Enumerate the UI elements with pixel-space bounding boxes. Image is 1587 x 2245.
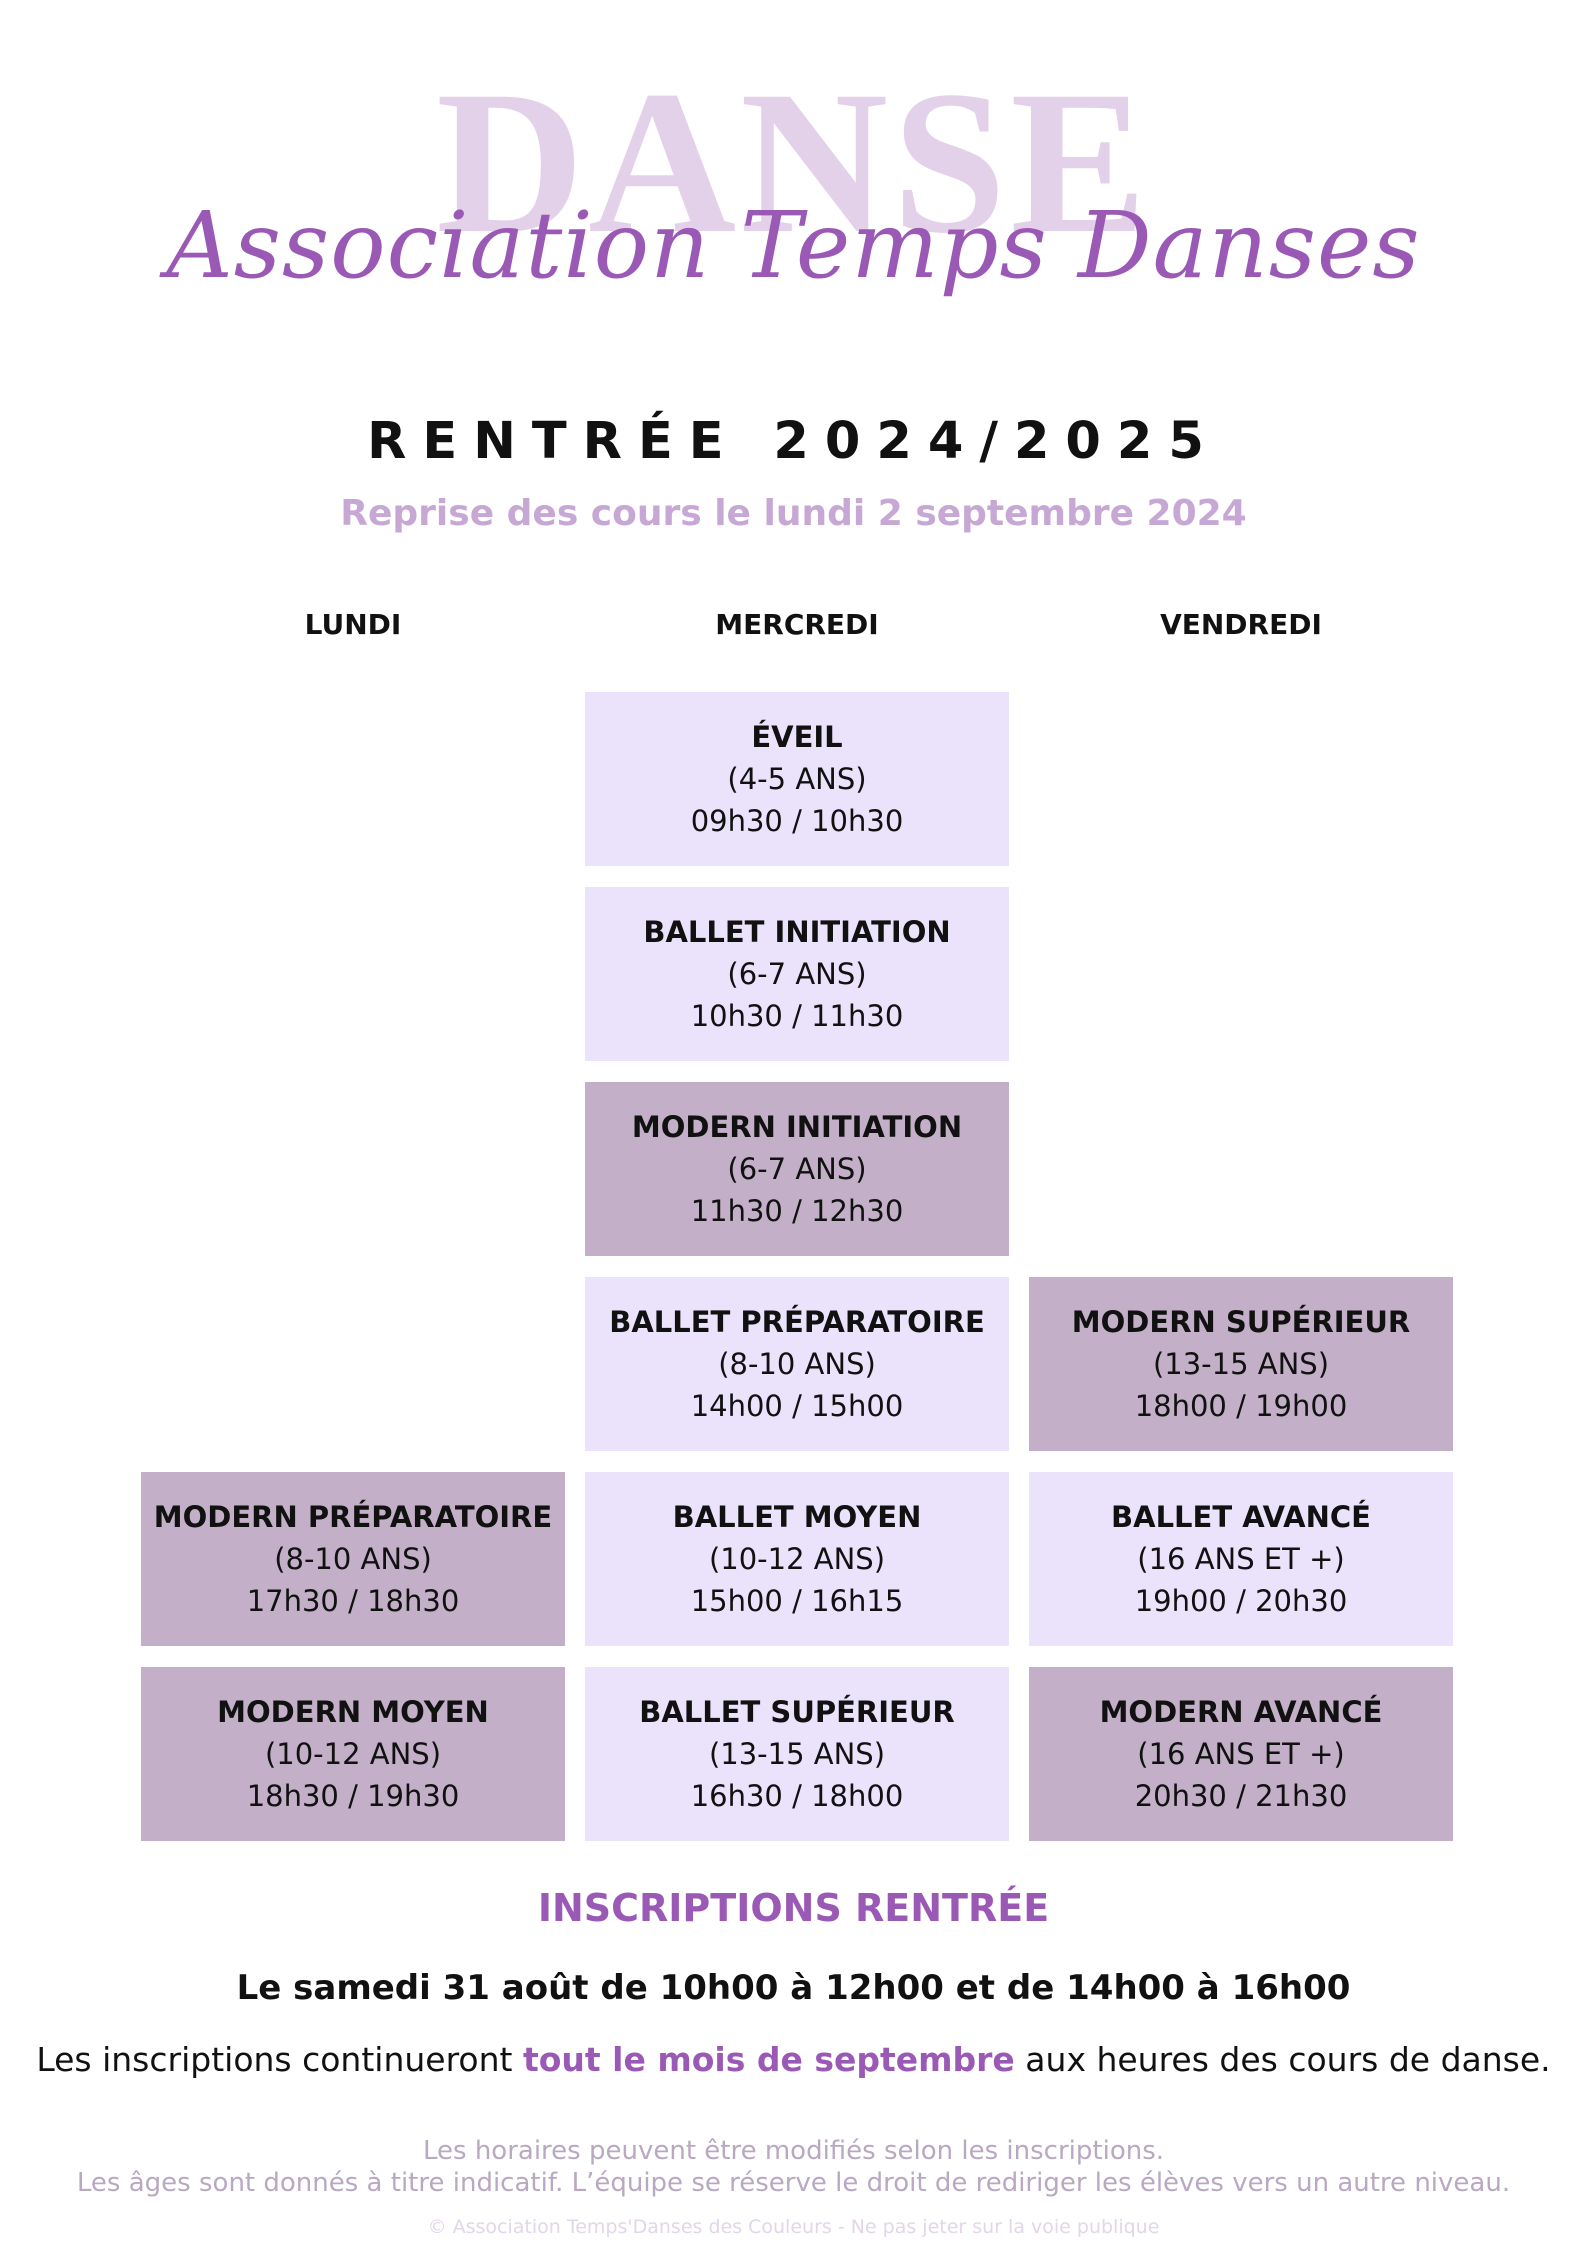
logo-danse-word: DANSE — [436, 49, 1151, 276]
day-header-vendredi: VENDREDI — [1160, 608, 1322, 641]
inscriptions-title: INSCRIPTIONS RENTRÉE — [537, 1886, 1050, 1930]
course-age: (13-15 ANS) — [708, 1737, 886, 1771]
inscriptions-cont-highlight: tout le mois de septembre — [522, 2040, 1015, 2079]
course-name: MODERN INITIATION — [631, 1110, 963, 1144]
course-time: 11h30 / 12h30 — [690, 1194, 904, 1228]
day-header-mercredi: MERCREDI — [715, 608, 879, 641]
course-name: MODERN PRÉPARATOIRE — [153, 1500, 553, 1534]
inscriptions-date: Le samedi 31 août de 10h00 à 12h00 et de… — [236, 1968, 1351, 2008]
course-time: 20h30 / 21h30 — [1134, 1779, 1348, 1813]
course-time: 18h00 / 19h00 — [1134, 1389, 1348, 1423]
course-age: (10-12 ANS) — [264, 1737, 442, 1771]
page-subtitle: Reprise des cours le lundi 2 septembre 2… — [340, 493, 1247, 534]
course-time: 18h30 / 19h30 — [246, 1779, 460, 1813]
copyright-notice: © Association Temps'Danses des Couleurs … — [427, 2216, 1160, 2238]
course-time: 16h30 / 18h00 — [690, 1779, 904, 1813]
note-age-indicative: Les âges sont donnés à titre indicatif. … — [76, 2168, 1511, 2198]
course-time: 10h30 / 11h30 — [690, 999, 904, 1033]
course-age: (8-10 ANS) — [274, 1542, 432, 1576]
course-block-modern-initiation: MODERN INITIATION (6-7 ANS) 11h30 / 12h3… — [585, 1082, 1009, 1256]
course-time: 19h00 / 20h30 — [1134, 1584, 1348, 1618]
course-name: MODERN SUPÉRIEUR — [1071, 1305, 1411, 1339]
course-age: (4-5 ANS) — [727, 762, 867, 796]
course-block-ballet-avance: BALLET AVANCÉ (16 ANS ET +) 19h00 / 20h3… — [1029, 1472, 1453, 1646]
course-name: MODERN MOYEN — [217, 1695, 489, 1729]
course-block-modern-superieur: MODERN SUPÉRIEUR (13-15 ANS) 18h00 / 19h… — [1029, 1277, 1453, 1451]
inscriptions-cont-before: Les inscriptions continueront — [36, 2040, 523, 2079]
course-block-modern-avance: MODERN AVANCÉ (16 ANS ET +) 20h30 / 21h3… — [1029, 1667, 1453, 1841]
inscriptions-cont-after: aux heures des cours de danse. — [1014, 2040, 1551, 2079]
course-name: MODERN AVANCÉ — [1099, 1695, 1383, 1729]
logo-association-script: Association Temps Danses — [166, 192, 1421, 299]
course-age: (6-7 ANS) — [727, 1152, 867, 1186]
course-name: BALLET INITIATION — [643, 915, 951, 949]
course-name: BALLET SUPÉRIEUR — [639, 1695, 955, 1729]
course-block-modern-preparatoire: MODERN PRÉPARATOIRE (8-10 ANS) 17h30 / 1… — [141, 1472, 565, 1646]
course-name: ÉVEIL — [751, 720, 843, 754]
course-block-ballet-moyen: BALLET MOYEN (10-12 ANS) 15h00 / 16h15 — [585, 1472, 1009, 1646]
course-age: (8-10 ANS) — [718, 1347, 876, 1381]
course-age: (16 ANS ET +) — [1137, 1737, 1345, 1771]
course-name: BALLET AVANCÉ — [1111, 1500, 1371, 1534]
course-age: (6-7 ANS) — [727, 957, 867, 991]
course-block-eveil: ÉVEIL (4-5 ANS) 09h30 / 10h30 — [585, 692, 1009, 866]
course-time: 14h00 / 15h00 — [690, 1389, 904, 1423]
page-title: RENTRÉE 2024/2025 — [367, 412, 1220, 471]
course-block-ballet-preparatoire: BALLET PRÉPARATOIRE (8-10 ANS) 14h00 / 1… — [585, 1277, 1009, 1451]
inscriptions-continuation: Les inscriptions continueront tout le mo… — [0, 2040, 1587, 2079]
course-block-modern-moyen: MODERN MOYEN (10-12 ANS) 18h30 / 19h30 — [141, 1667, 565, 1841]
course-time: 09h30 / 10h30 — [690, 804, 904, 838]
note-schedule-change: Les horaires peuvent être modifiés selon… — [422, 2136, 1165, 2166]
course-age: (10-12 ANS) — [708, 1542, 886, 1576]
course-age: (13-15 ANS) — [1152, 1347, 1330, 1381]
course-time: 15h00 / 16h15 — [690, 1584, 904, 1618]
day-header-lundi: LUNDI — [304, 608, 402, 641]
course-name: BALLET MOYEN — [672, 1500, 922, 1534]
course-time: 17h30 / 18h30 — [246, 1584, 460, 1618]
course-age: (16 ANS ET +) — [1137, 1542, 1345, 1576]
course-block-ballet-superieur: BALLET SUPÉRIEUR (13-15 ANS) 16h30 / 18h… — [585, 1667, 1009, 1841]
course-name: BALLET PRÉPARATOIRE — [609, 1305, 985, 1339]
course-block-ballet-initiation: BALLET INITIATION (6-7 ANS) 10h30 / 11h3… — [585, 887, 1009, 1061]
